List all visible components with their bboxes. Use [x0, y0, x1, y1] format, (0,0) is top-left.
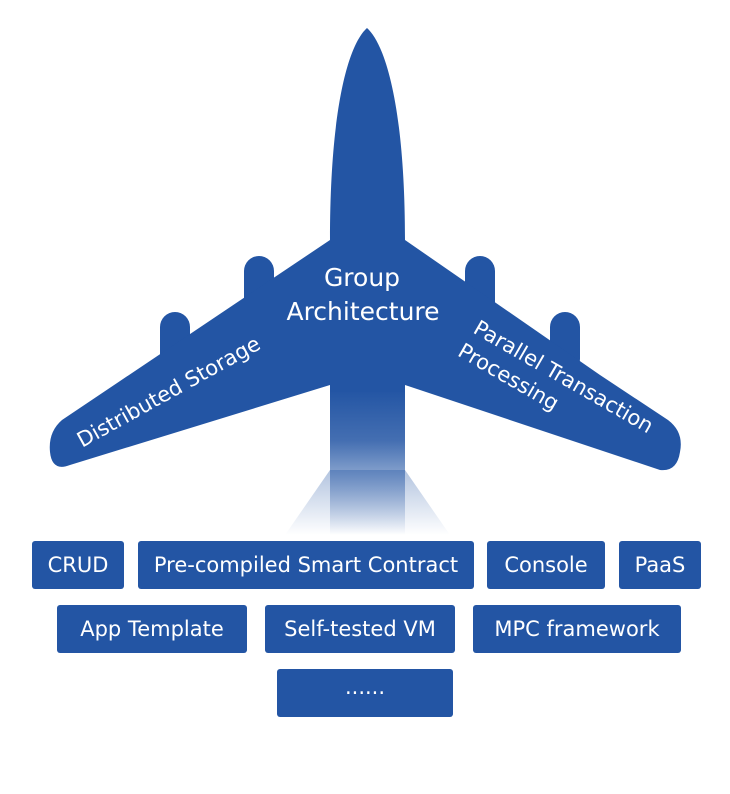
module-app-template: App Template	[57, 605, 247, 653]
airplane-body	[49, 28, 681, 471]
center-label-line1: Group	[324, 263, 400, 292]
module-paas: PaaS	[619, 541, 701, 589]
fuselage-tail	[330, 390, 405, 535]
center-label-line2: Architecture	[286, 297, 439, 326]
module-more: ······	[277, 669, 453, 717]
module-self-tested-vm: Self-tested VM	[265, 605, 455, 653]
module-mpc-framework: MPC framework	[473, 605, 681, 653]
module-precompiled-contract: Pre-compiled Smart Contract	[138, 541, 474, 589]
module-crud: CRUD	[32, 541, 124, 589]
module-console: Console	[487, 541, 605, 589]
